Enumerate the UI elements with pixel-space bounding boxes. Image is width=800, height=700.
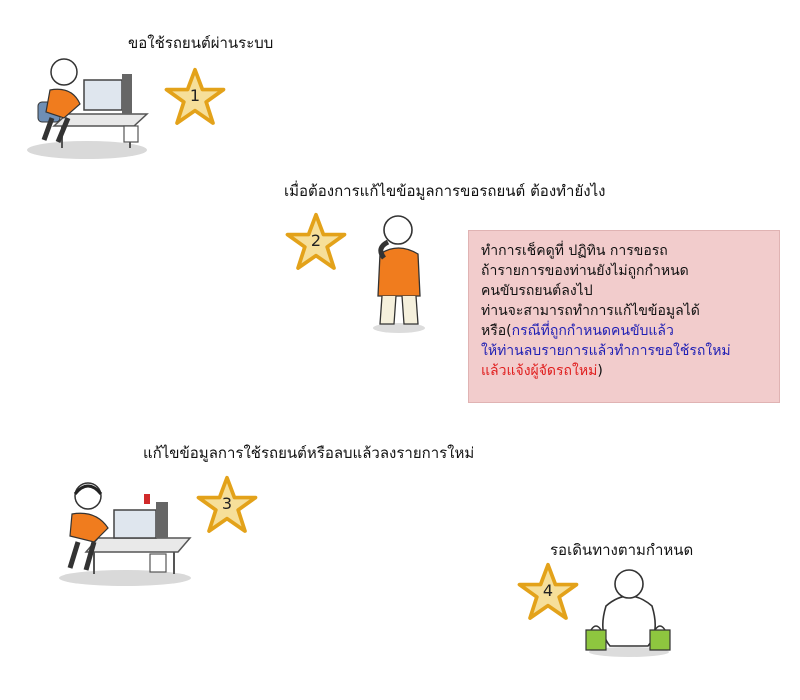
- thinking-person-illustration: [364, 212, 434, 338]
- step-3-title: แก้ไขข้อมูลการใช้รถยนต์หรือลบแล้วลงรายกา…: [143, 444, 475, 462]
- step-4-star-badge: 4: [517, 561, 579, 623]
- traveler-with-bags-illustration: [584, 566, 674, 662]
- person-with-headset-at-computer-illustration: [50, 476, 200, 592]
- note-line-5-prefix: หรือ(: [481, 323, 512, 339]
- note-line-6: ให้ท่านลบรายการแล้วทำการขอใช้รถใหม่: [481, 343, 731, 359]
- note-line-5-highlight: กรณีที่ถูกกำหนดคนขับแล้ว: [511, 323, 674, 339]
- note-line-2: ถ้ารายการของท่านยังไม่ถูกกำหนด: [481, 263, 689, 279]
- star-icon: [164, 67, 226, 125]
- note-line-4: ท่านจะสามารถทำการแก้ไขข้อมูลได้: [481, 303, 700, 319]
- step-3-number: 3: [221, 494, 233, 513]
- step-4-title: รอเดินทางตามกำหนด: [550, 541, 694, 559]
- star-icon: [196, 475, 258, 533]
- step-2-title: เมื่อต้องการแก้ไขข้อมูลการขอรถยนต์ ต้องท…: [284, 182, 606, 200]
- step-1-number: 1: [189, 86, 201, 105]
- step-2-number: 2: [310, 231, 322, 250]
- step-4-number: 4: [542, 581, 554, 600]
- note-line-3: คนขับรถยนต์ลงไป: [481, 283, 593, 299]
- step-3-star-badge: 3: [196, 474, 258, 536]
- note-line-7-highlight: แล้วแจ้งผู้จัดรถใหม่: [481, 363, 598, 379]
- star-icon: [517, 562, 579, 620]
- step-2-star-badge: 2: [285, 211, 347, 273]
- note-line-5: หรือ(กรณีที่ถูกกำหนดคนขับแล้ว: [481, 321, 767, 341]
- note-line-7-suffix: ): [597, 363, 603, 379]
- step-1-title: ขอใช้รถยนต์ผ่านระบบ: [128, 34, 274, 52]
- person-at-computer-illustration: [22, 52, 152, 166]
- step-1-star-badge: 1: [164, 66, 226, 128]
- star-icon: [285, 212, 347, 270]
- note-line-7: แล้วแจ้งผู้จัดรถใหม่): [481, 361, 767, 381]
- edit-instructions-note: ทำการเช็คดูที่ ปฏิทิน การขอรถ ถ้ารายการข…: [468, 230, 780, 403]
- note-line-1: ทำการเช็คดูที่ ปฏิทิน การขอรถ: [481, 243, 668, 259]
